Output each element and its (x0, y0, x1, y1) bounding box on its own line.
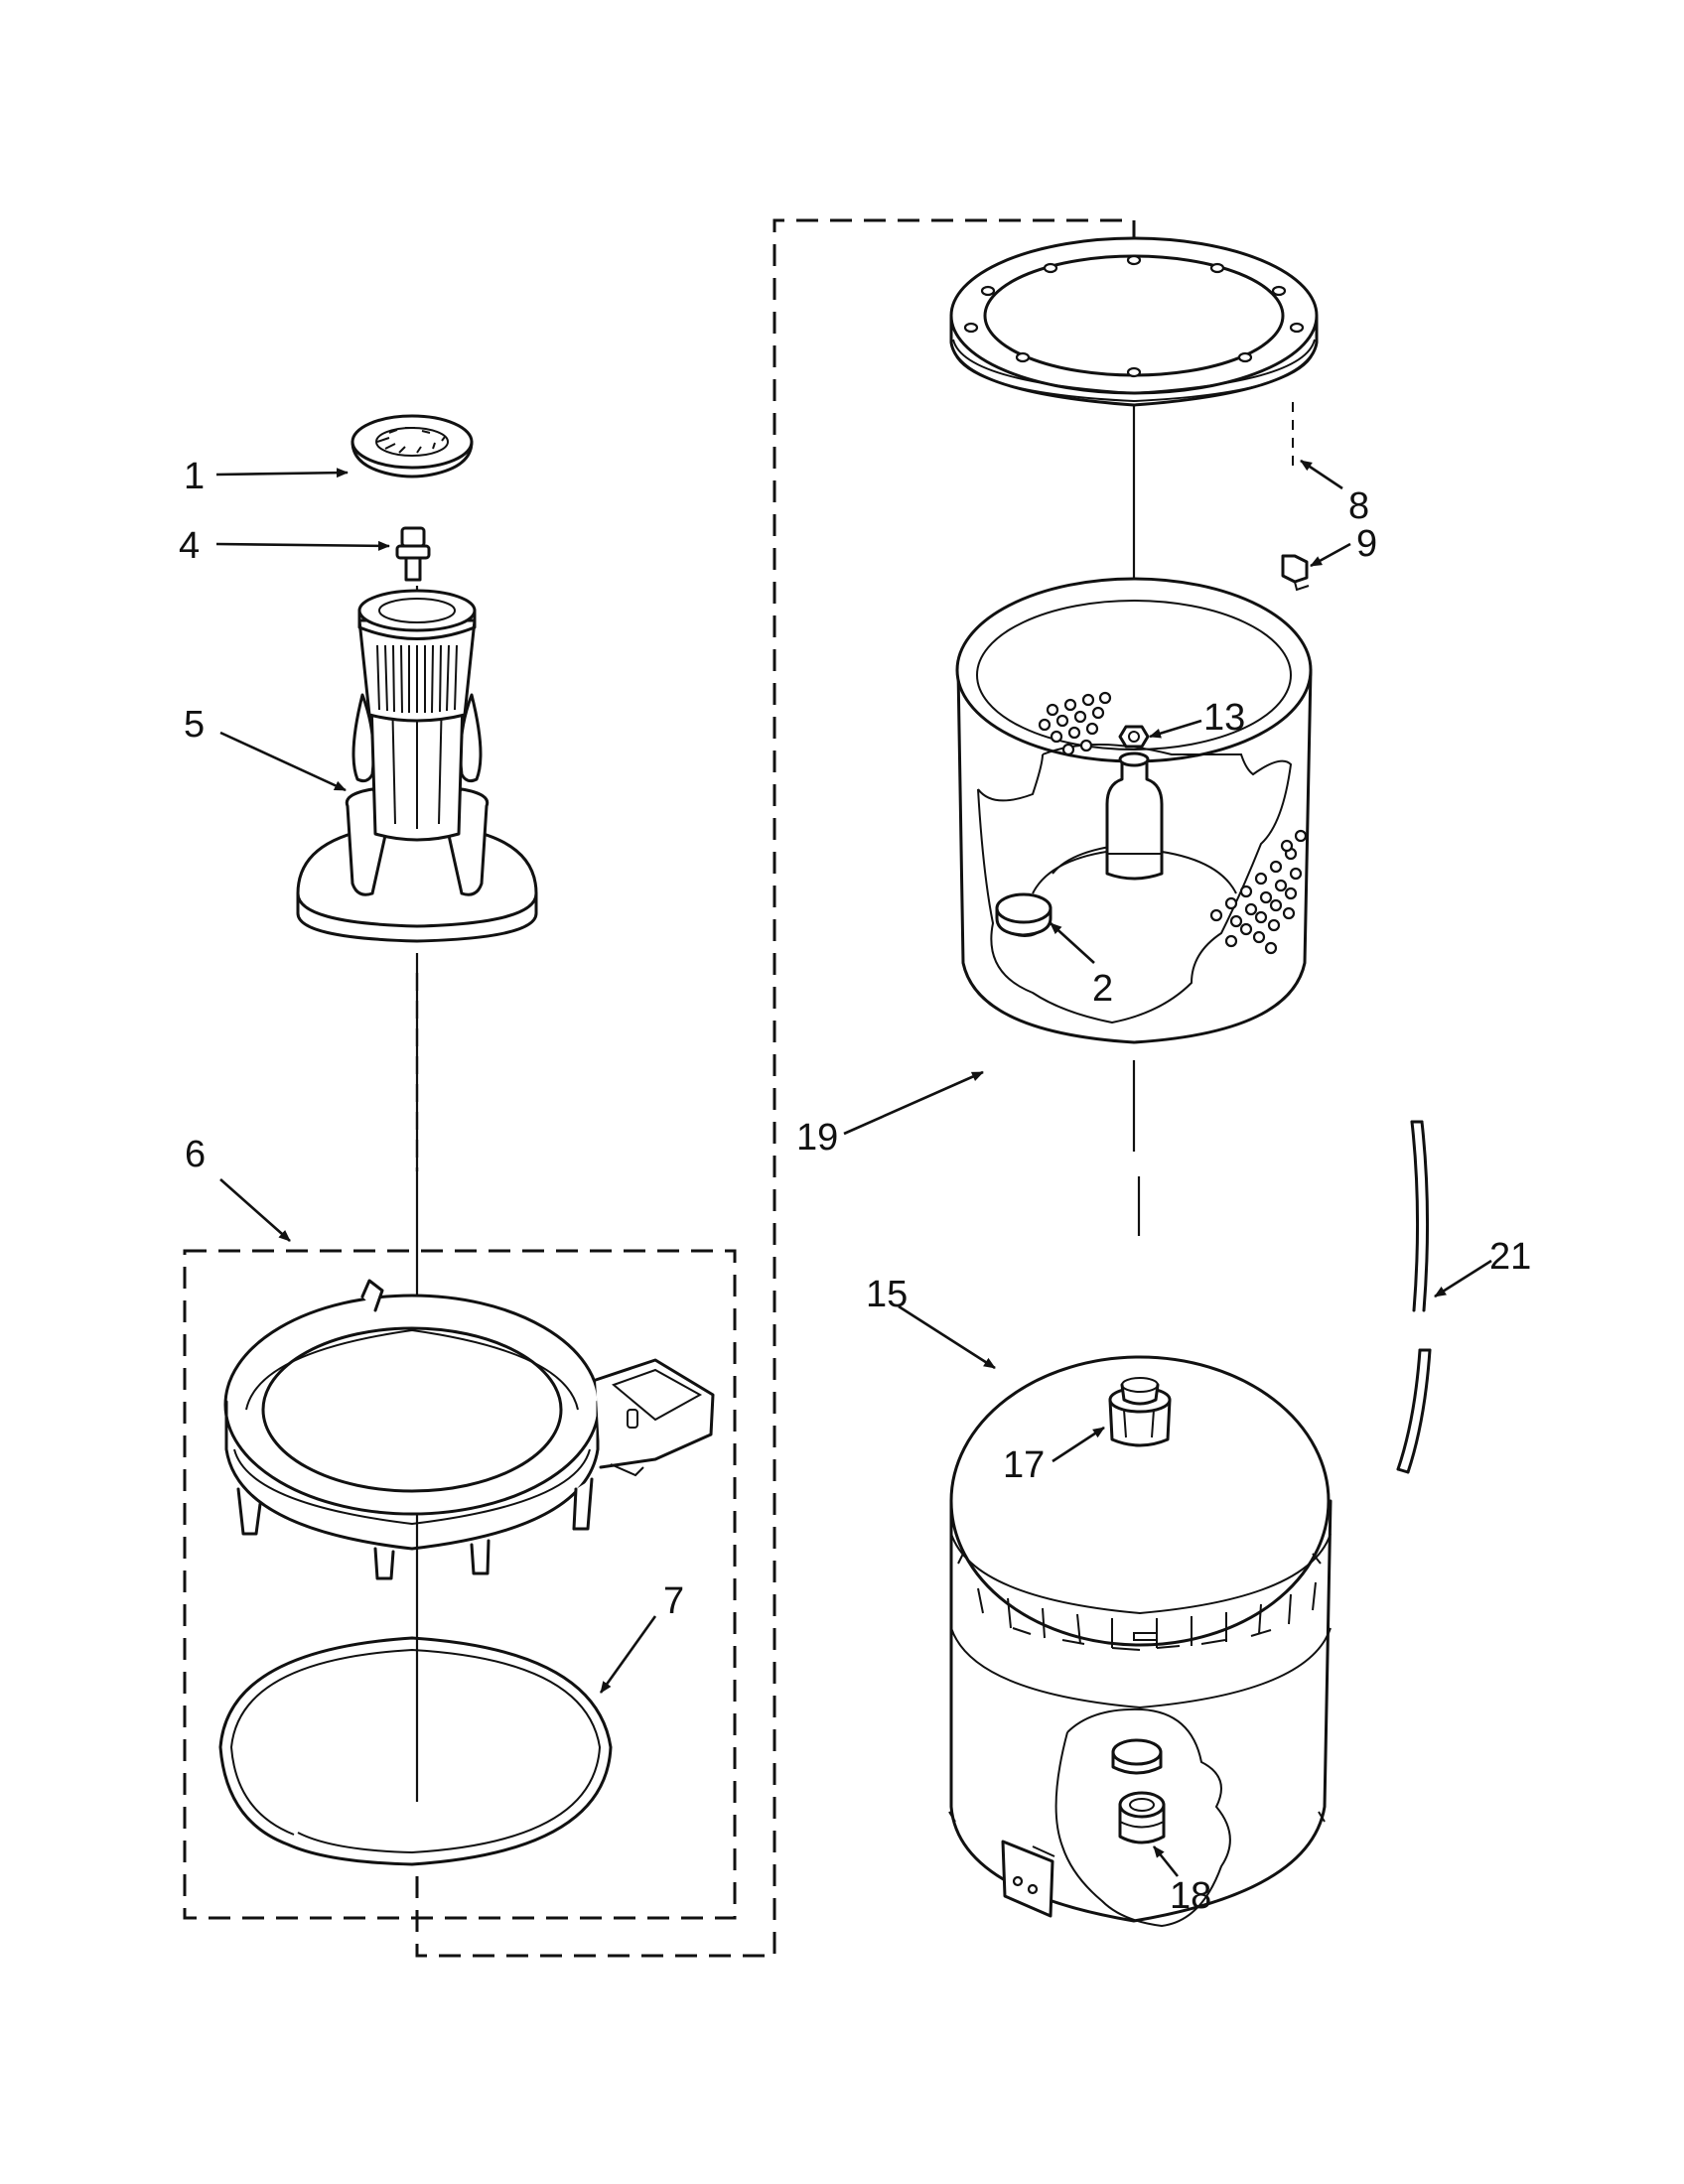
callout-18: 18 (1170, 1875, 1211, 1917)
dashed-connector (415, 218, 1136, 1958)
callout-7: 7 (663, 1580, 684, 1622)
callout-2: 2 (1092, 968, 1113, 1010)
part-18-seal (1118, 1791, 1166, 1844)
callout-1: 1 (184, 456, 205, 497)
callout-13: 13 (1203, 697, 1245, 739)
callout-8: 8 (1348, 485, 1369, 527)
part-21-hose (1396, 1120, 1432, 1474)
part-4-bolt (395, 526, 431, 582)
callout-6: 6 (185, 1134, 206, 1175)
part-19-basket (955, 577, 1313, 1044)
part-15-outer-tub (948, 1355, 1333, 1928)
callout-9: 9 (1356, 523, 1377, 565)
callout-4: 4 (179, 525, 200, 567)
callout-21: 21 (1489, 1236, 1531, 1278)
part-1-cap (351, 414, 474, 478)
callout-5: 5 (184, 704, 205, 746)
part-13-nut (1118, 725, 1150, 749)
part-7-snap-ring (218, 1636, 613, 1866)
leader-lines (215, 459, 1492, 1877)
part-5-agitator (296, 589, 538, 943)
part-6-ring (223, 1279, 715, 1580)
callout-19: 19 (796, 1117, 838, 1159)
part-2-plug (995, 892, 1052, 937)
callout-15: 15 (866, 1274, 908, 1315)
part-17-coupler (1108, 1377, 1172, 1447)
part-8-tub-ring (949, 236, 1319, 467)
assembly-6-box (183, 1249, 737, 1920)
part-9-clip (1281, 554, 1310, 592)
callout-17: 17 (1003, 1444, 1045, 1486)
